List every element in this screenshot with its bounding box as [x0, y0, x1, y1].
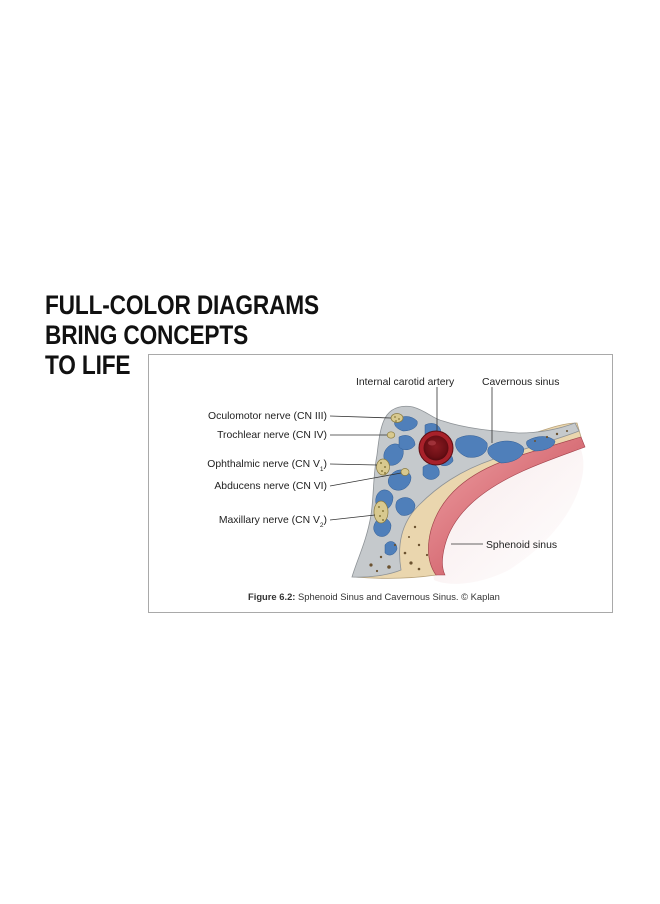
- abducens-nerve-bundle: [400, 468, 410, 476]
- sinus-mucosa: [428, 436, 586, 576]
- headline: FULL-COLOR DIAGRAMS BRING CONCEPTS TO LI…: [45, 290, 319, 380]
- internal-carotid-artery: [418, 430, 454, 466]
- trochlear-nerve-bundle: [386, 431, 396, 439]
- maxillary-nerve-bundle: [373, 500, 389, 524]
- figure-box: Internal carotid artery Cavernous sinus …: [148, 354, 613, 613]
- cavernous-sinus-diagram: Internal carotid artery Cavernous sinus …: [207, 377, 586, 602]
- label-internal-carotid-artery: Internal carotid artery: [356, 377, 455, 388]
- headline-line-1: FULL-COLOR DIAGRAMS: [45, 290, 319, 320]
- venous-channels: [373, 416, 556, 556]
- label-abducens-nerve: Abducens nerve (CN VI): [214, 481, 327, 492]
- leader-lines: [329, 387, 493, 545]
- sphenoid-sinus-space: [431, 442, 584, 584]
- caption-text: Sphenoid Sinus and Cavernous Sinus. © Ka…: [295, 591, 499, 602]
- figure-caption: Figure 6.2: Sphenoid Sinus and Cavernous…: [248, 591, 500, 602]
- label-sphenoid-sinus: Sphenoid sinus: [486, 540, 557, 551]
- cranial-nerves: [373, 413, 410, 524]
- headline-line-2: BRING CONCEPTS: [45, 320, 249, 350]
- caption-figure-number: Figure 6.2:: [248, 591, 295, 602]
- label-oculomotor-nerve: Oculomotor nerve (CN III): [208, 411, 327, 422]
- headline-line-3: TO LIFE: [45, 350, 131, 380]
- ophthalmic-nerve-bundle: [376, 458, 390, 476]
- oculomotor-nerve-bundle: [390, 413, 404, 423]
- label-trochlear-nerve: Trochlear nerve (CN IV): [217, 430, 327, 441]
- label-cavernous-sinus: Cavernous sinus: [482, 377, 559, 388]
- label-ophthalmic-nerve: Ophthalmic nerve (CN V1): [207, 459, 327, 473]
- bone-texture: [369, 430, 568, 573]
- label-maxillary-nerve: Maxillary nerve (CN V2): [219, 515, 327, 529]
